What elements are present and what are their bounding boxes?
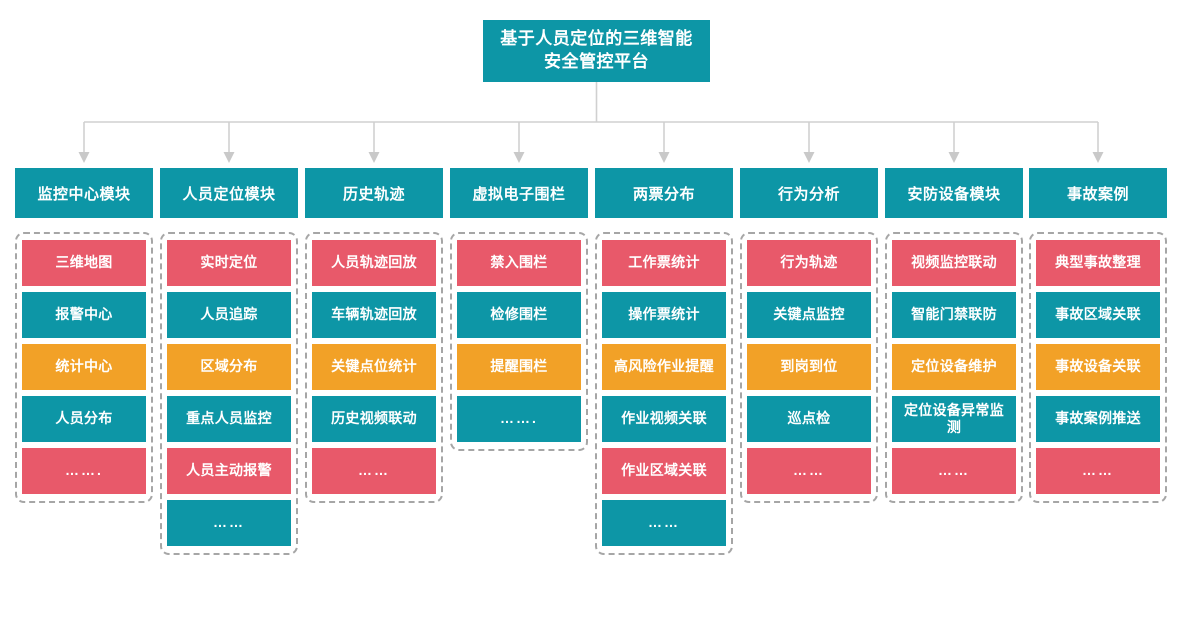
module-item[interactable]: 历史视频联动 [312,396,436,442]
module-header[interactable]: 虚拟电子围栏 [450,168,588,218]
module-item[interactable]: 事故设备关联 [1036,344,1160,390]
module-item[interactable]: 工作票统计 [602,240,726,286]
root-platform-title: 基于人员定位的三维智能安全管控平台 [483,20,710,82]
module-item[interactable]: 关键点监控 [747,292,871,338]
module-item[interactable]: 巡点检 [747,396,871,442]
module-header[interactable]: 人员定位模块 [160,168,298,218]
module-item-group: 工作票统计操作票统计高风险作业提醒作业视频关联作业区域关联 …… [595,232,733,555]
module-item-ellipsis[interactable]: …… [602,500,726,546]
module-item[interactable]: 重点人员监控 [167,396,291,442]
module-item[interactable]: 定位设备维护 [892,344,1016,390]
module-header[interactable]: 监控中心模块 [15,168,153,218]
module-item-group: 行为轨迹关键点监控到岗到位巡点检 …… [740,232,878,503]
module-item[interactable]: 区域分布 [167,344,291,390]
module-column: 事故案例典型事故整理事故区域关联事故设备关联事故案例推送 …… [1029,168,1167,503]
module-column: 虚拟电子围栏禁入围栏检修围栏提醒围栏 ……. [450,168,588,451]
module-item-group: 实时定位人员追踪区域分布重点人员监控人员主动报警 …… [160,232,298,555]
module-item[interactable]: 操作票统计 [602,292,726,338]
module-header[interactable]: 安防设备模块 [885,168,1023,218]
module-column: 行为分析行为轨迹关键点监控到岗到位巡点检 …… [740,168,878,503]
module-item[interactable]: 报警中心 [22,292,146,338]
module-item[interactable]: 智能门禁联防 [892,292,1016,338]
module-item[interactable]: 禁入围栏 [457,240,581,286]
module-item[interactable]: 统计中心 [22,344,146,390]
module-header[interactable]: 历史轨迹 [305,168,443,218]
module-item-ellipsis[interactable]: ……. [22,448,146,494]
module-item-group: 人员轨迹回放车辆轨迹回放关键点位统计历史视频联动 …… [305,232,443,503]
module-item[interactable]: 作业区域关联 [602,448,726,494]
module-item-group: 三维地图报警中心统计中心人员分布 ……. [15,232,153,503]
module-item-ellipsis[interactable]: …… [167,500,291,546]
module-header[interactable]: 事故案例 [1029,168,1167,218]
module-item-ellipsis[interactable]: …… [747,448,871,494]
module-item[interactable]: 行为轨迹 [747,240,871,286]
module-item[interactable]: 人员轨迹回放 [312,240,436,286]
module-item[interactable]: 事故区域关联 [1036,292,1160,338]
module-header[interactable]: 行为分析 [740,168,878,218]
module-item-group: 视频监控联动智能门禁联防定位设备维护定位设备异常监测 …… [885,232,1023,503]
module-item-ellipsis[interactable]: …… [1036,448,1160,494]
module-item[interactable]: 作业视频关联 [602,396,726,442]
module-item[interactable]: 典型事故整理 [1036,240,1160,286]
module-item-group: 禁入围栏检修围栏提醒围栏 ……. [450,232,588,451]
module-item[interactable]: 提醒围栏 [457,344,581,390]
module-header[interactable]: 两票分布 [595,168,733,218]
module-item[interactable]: 人员追踪 [167,292,291,338]
module-column: 两票分布工作票统计操作票统计高风险作业提醒作业视频关联作业区域关联 …… [595,168,733,555]
module-column: 人员定位模块实时定位人员追踪区域分布重点人员监控人员主动报警 …… [160,168,298,555]
module-item[interactable]: 车辆轨迹回放 [312,292,436,338]
module-item-ellipsis[interactable]: ……. [457,396,581,442]
module-column: 安防设备模块视频监控联动智能门禁联防定位设备维护定位设备异常监测 …… [885,168,1023,503]
module-item[interactable]: 高风险作业提醒 [602,344,726,390]
module-item[interactable]: 实时定位 [167,240,291,286]
module-item-ellipsis[interactable]: …… [892,448,1016,494]
module-item[interactable]: 检修围栏 [457,292,581,338]
module-item[interactable]: 视频监控联动 [892,240,1016,286]
module-item[interactable]: 人员分布 [22,396,146,442]
module-item[interactable]: 三维地图 [22,240,146,286]
module-item[interactable]: 事故案例推送 [1036,396,1160,442]
module-item[interactable]: 人员主动报警 [167,448,291,494]
module-column: 历史轨迹人员轨迹回放车辆轨迹回放关键点位统计历史视频联动 …… [305,168,443,503]
module-item[interactable]: 定位设备异常监测 [892,396,1016,442]
module-item[interactable]: 关键点位统计 [312,344,436,390]
module-item[interactable]: 到岗到位 [747,344,871,390]
module-column: 监控中心模块三维地图报警中心统计中心人员分布 ……. [15,168,153,503]
module-item-ellipsis[interactable]: …… [312,448,436,494]
module-item-group: 典型事故整理事故区域关联事故设备关联事故案例推送 …… [1029,232,1167,503]
